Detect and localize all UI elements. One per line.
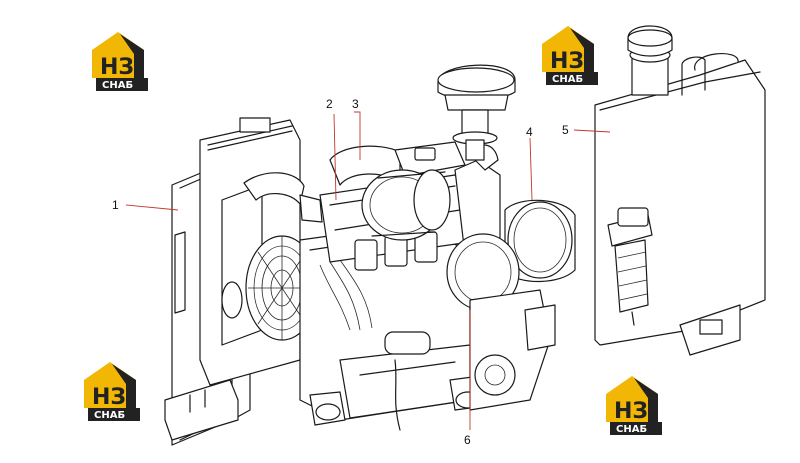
callout-2: 2	[326, 97, 337, 201]
svg-text:СНАБ: СНАБ	[616, 424, 647, 435]
svg-text:СНАБ: СНАБ	[552, 74, 583, 85]
callout-4: 4	[526, 125, 533, 201]
brand-logo: НЗ СНАБ	[84, 362, 140, 421]
callout-number: 6	[464, 433, 471, 447]
callout-5: 5	[562, 123, 611, 137]
brand-logo: НЗ СНАБ	[542, 26, 598, 85]
svg-text:НЗ: НЗ	[100, 55, 134, 80]
svg-text:НЗ: НЗ	[550, 49, 584, 74]
brand-logo: НЗ СНАБ	[606, 376, 662, 435]
callout-1: 1	[112, 198, 179, 212]
callout-number: 3	[352, 97, 359, 111]
intake-precleaner	[437, 64, 516, 161]
svg-text:НЗ: НЗ	[92, 385, 126, 410]
callout-number: 1	[112, 198, 119, 212]
radiator-assembly	[164, 117, 323, 446]
callout-leader	[125, 204, 179, 211]
muffler	[446, 199, 576, 411]
callout-leader	[333, 113, 337, 201]
callout-number: 5	[562, 123, 569, 137]
brand-logo: НЗ СНАБ	[92, 32, 148, 91]
callout-6: 6	[464, 310, 471, 447]
air-filter	[361, 169, 451, 241]
callout-3: 3	[352, 97, 361, 160]
callout-number: 2	[326, 97, 333, 111]
svg-text:НЗ: НЗ	[614, 399, 648, 424]
callout-leader	[573, 129, 611, 133]
fuel-tank	[594, 25, 766, 356]
svg-text:СНАБ: СНАБ	[102, 80, 133, 91]
callout-leader	[529, 137, 533, 201]
svg-text:СНАБ: СНАБ	[94, 410, 125, 421]
callout-leader	[354, 111, 361, 160]
callout-number: 4	[526, 125, 533, 139]
